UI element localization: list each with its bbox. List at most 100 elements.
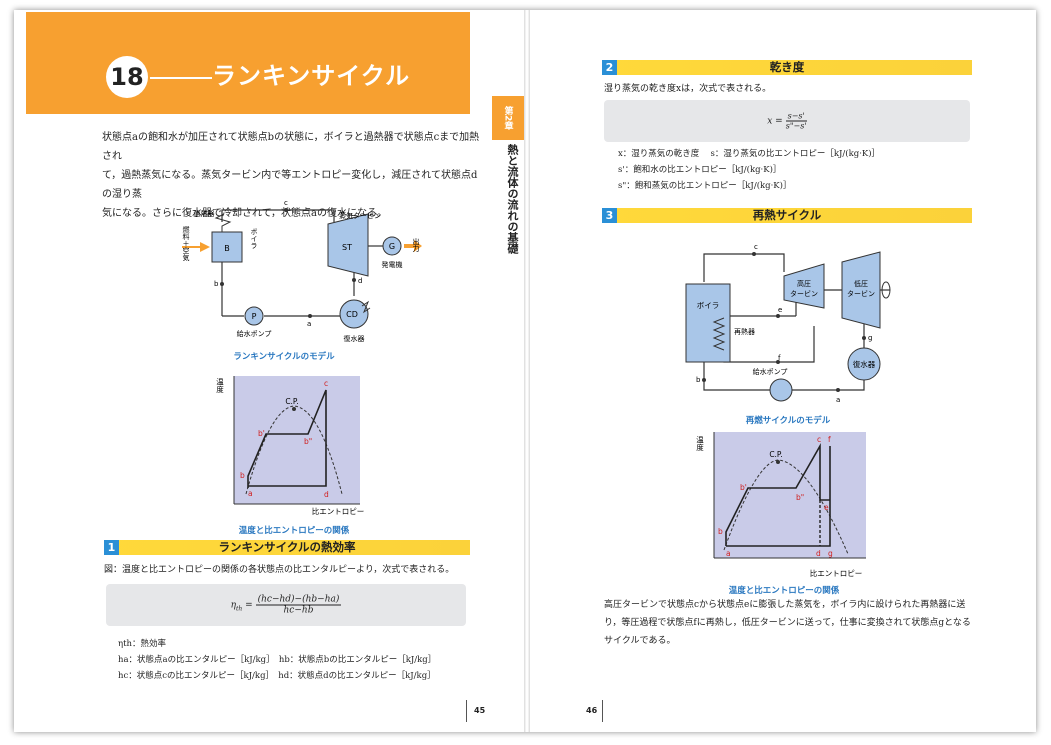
state-point-f (776, 360, 780, 364)
closing-paragraph: 高圧タービンで状態点cから状態点eに膨張した蒸気を，ボイラ内に設けられた再熱器に… (604, 596, 984, 650)
ts-point-g: g (828, 549, 833, 558)
hp-turbine-label-1: 高圧 (797, 279, 811, 288)
point-d-label: d (358, 277, 362, 285)
definition-line: ha：状態点aの比エンタルピー［kJ/kg］ hb：状態点bの比エンタルピー［k… (118, 655, 437, 665)
section-3-number: 3 (602, 208, 617, 223)
critical-point (292, 407, 296, 411)
section-2-title: 乾き度 (769, 60, 805, 74)
ts-point-c: c (817, 435, 821, 444)
definition-line: s'：飽和水の比エントロピー［kJ/(kg·K)］ (618, 165, 782, 175)
pipe-c (703, 253, 785, 282)
state-point-a (308, 314, 312, 318)
reheat-model-caption: 再燃サイクルのモデル (745, 416, 831, 426)
point-c-label: c (284, 199, 288, 207)
critical-point (776, 460, 780, 464)
hp-turbine (783, 263, 825, 309)
output-label: 出力 (412, 237, 420, 253)
boiler-box (685, 283, 731, 363)
ts-y-label: 温度 (696, 436, 705, 453)
state-point-a (836, 388, 840, 392)
rotation-arrow-icon (881, 281, 891, 299)
state-point-c (752, 252, 756, 256)
section-2-text: 湿り蒸気の乾き度xは，次式で表される。 (604, 84, 772, 94)
generator-g-label: G (389, 242, 395, 251)
feed-pump-label: 給水ポンプ (237, 329, 272, 338)
ts-point-d: d (816, 549, 821, 558)
reheater-coil-icon (712, 317, 726, 351)
reheat-model-diagram: ボイラ 再熱器 高圧 タービン 低圧 タービン 復水器 給水ポンプ c e f (685, 243, 891, 404)
chapter-number: 18 (106, 56, 148, 98)
intro-line: て，過熱蒸気になる。蒸気タービン内で等エントロピー変化し，減圧されて状態点dの湿… (102, 170, 478, 200)
ts-chart-background (234, 376, 360, 504)
lp-turbine-label-2: タービン (847, 289, 875, 298)
fuel-arrow-icon (182, 242, 210, 252)
chapter-tab-subtitle: 熱と流体の流れの基礎 (506, 144, 519, 254)
lp-turbine (841, 251, 881, 329)
point-a-label: a (836, 396, 840, 404)
boiler-label: ボイラ (697, 301, 720, 310)
ts-point-b2: b" (304, 437, 312, 446)
rankine-model-caption: ランキンサイクルのモデル (233, 352, 335, 362)
turbine-st-label: ST (342, 243, 352, 252)
section-2-header: 2 乾き度 (602, 60, 972, 75)
section-3-header: 3 再熱サイクル (602, 208, 972, 223)
formula-1-definitions: ηth：熱効率 ha：状態点aの比エンタルピー［kJ/kg］ hb：状態点bの比… (118, 636, 478, 684)
formula-2-definitions: x：湿り蒸気の乾き度 s：湿り蒸気の比エントロピー［kJ/(kg·K)］ s'：… (618, 146, 978, 194)
ts-point-a: a (726, 549, 731, 558)
formula-1-sub: th (236, 605, 243, 613)
section-1-text: 図：温度と比エントロピーの関係の各状態点の比エンタルピーより，次式で表される。 (104, 565, 455, 575)
pump-circle (769, 378, 793, 402)
cycle-path (725, 442, 831, 547)
section-3-title: 再熱サイクル (752, 208, 822, 222)
output-arrow-icon (404, 240, 422, 252)
ts-point-b1: b' (740, 483, 747, 492)
boiler-label-b: B (224, 244, 230, 253)
steam-turbine-label: 蒸気タービン (339, 211, 381, 220)
superheater-label: 過熱器 (194, 209, 215, 218)
ts-point-c: c (324, 379, 328, 388)
pump-p-label: P (252, 312, 257, 321)
definition-line: ηth：熱効率 (118, 639, 166, 649)
pipe-a (792, 378, 865, 391)
point-e-label: e (778, 306, 782, 314)
ts-x-label: 比エントロピー (312, 506, 365, 516)
condenser-label: 復水器 (853, 359, 876, 369)
saturation-dome (245, 405, 343, 495)
formula-2-numerator: s−s' (785, 111, 807, 122)
ts-point-b1: b' (258, 429, 265, 438)
condenser-circle (339, 299, 369, 329)
generator-label: 発電機 (382, 260, 403, 269)
intro-line: 状態点aの飽和水が加圧されて状態点bの状態に，ボイラと過熱器で状態点cまで加熱さ… (102, 132, 480, 162)
formula-1-lhs: η (230, 600, 237, 611)
fuel-air-label: 燃料＋空気 (182, 225, 190, 262)
critical-point-label: C.P. (769, 450, 782, 459)
point-a-label: a (307, 320, 311, 328)
ts-diagram-reheat: 温度 比エントロピー C.P. a b b' b" c f e d g (696, 432, 866, 578)
formula-2-denominator: s"−s' (785, 121, 807, 131)
ts-chart-background (714, 432, 866, 558)
ts-point-b: b (718, 527, 723, 536)
left-page: 18 ランキンサイクル 第2章 熱と流体の流れの基礎 状態点aの飽和水が加圧され… (14, 10, 526, 732)
ts-caption-1: 温度と比エントロピーの関係 (238, 526, 350, 536)
cooling-coil-icon (361, 300, 371, 314)
steam-turbine (327, 213, 369, 277)
pump-circle (244, 306, 264, 326)
chapter-title: ランキンサイクル (212, 62, 411, 90)
state-point-b (702, 378, 706, 382)
ts-point-f: f (828, 435, 831, 444)
definition-line: hc：状態点cの比エンタルピー［kJ/kg］ hd：状態点dの比エンタルピー［k… (118, 671, 436, 681)
point-b-label: b (214, 280, 219, 288)
page-number-rule (466, 700, 467, 722)
point-f-label: f (778, 354, 781, 362)
pipe-b (703, 360, 770, 391)
point-c-label: c (754, 243, 758, 251)
formula-2-fraction: s−s' s"−s' (785, 111, 807, 131)
formula-2-lhs: x = (767, 116, 783, 127)
book-spread: 18 ランキンサイクル 第2章 熱と流体の流れの基礎 状態点aの飽和水が加圧され… (14, 10, 1036, 732)
section-1-number: 1 (104, 540, 119, 555)
condenser-label: 復水器 (344, 334, 365, 343)
definition-line: s"：飽和蒸気の比エントロピー［kJ/(kg·K)］ (618, 181, 792, 191)
lp-turbine-label-1: 低圧 (854, 279, 868, 288)
point-g-label: g (868, 334, 872, 342)
rankine-model-diagram: B 過熱器 ボイラ 燃料＋空気 ST 蒸気タービン G 発電機 出力 CD 復水… (182, 199, 422, 343)
